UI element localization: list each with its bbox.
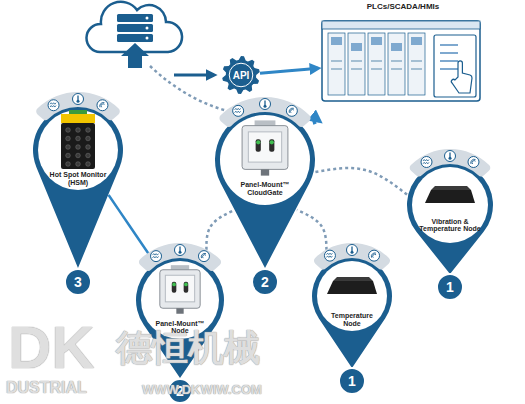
watermark-text: WWW.DKWIW.COM (142, 383, 262, 396)
api-label: API (222, 56, 260, 94)
device-illustration (160, 265, 200, 314)
sensor-icon (233, 105, 244, 116)
pin-face (38, 110, 118, 190)
sensor-icon (73, 94, 84, 105)
wireless-link (315, 168, 407, 195)
cloud-to-api-arrow (174, 74, 214, 77)
data-link (109, 195, 150, 256)
sensor-icon (286, 105, 297, 116)
sensor-icon (198, 251, 209, 262)
wireless-link (297, 210, 326, 256)
device-illustration (242, 120, 288, 175)
pin-face (412, 167, 488, 243)
device-illustration (327, 277, 377, 294)
device-pin: Temperature Node (312, 256, 392, 336)
sensor-icon (421, 156, 432, 167)
pin-face (317, 261, 387, 331)
upload-arrow (121, 43, 149, 68)
sensor-icon (468, 156, 479, 167)
callout-number: 2 (253, 274, 277, 290)
api-gear: API (222, 56, 260, 94)
screen-heading: PLCs/SCADA/HMIs (318, 1, 488, 13)
watermark-text: 德恒机械 (116, 330, 260, 366)
pin-cap (219, 97, 310, 127)
device-illustration (425, 186, 475, 203)
callout-badge (252, 269, 278, 295)
node-label: Temperature Node (322, 312, 382, 327)
pin-outline (312, 256, 392, 368)
sensor-icon (445, 151, 456, 162)
device-pin: Hot Spot Monitor (HSM) (33, 105, 123, 195)
device-illustration (61, 110, 95, 169)
pin-cap (139, 243, 221, 271)
sensor-icon (151, 251, 162, 262)
sensor-icon (347, 245, 358, 256)
node-label: Hot Spot Monitor (HSM) (42, 171, 114, 186)
pin-outline (215, 110, 315, 268)
sensor-icon (369, 250, 380, 261)
pin-face (141, 261, 219, 339)
sensor-icon (97, 100, 108, 111)
pin-outline (33, 105, 123, 268)
sensor-icon (260, 99, 271, 110)
sensor-icon (175, 245, 186, 256)
sensor-icon (48, 100, 59, 111)
sensor-icon (324, 250, 335, 261)
watermark-text: DK (8, 318, 95, 378)
node-shape (407, 162, 493, 248)
screen-illustration (322, 21, 480, 101)
device-pin: Panel-Mount™ CloudGate (215, 110, 315, 210)
callout-badge (437, 274, 463, 300)
data-link (313, 118, 319, 125)
callout-badge (65, 269, 91, 295)
gear-outline (222, 56, 260, 94)
callout-number: 1 (438, 279, 462, 295)
callout-number: 1 (340, 373, 364, 389)
device-pin: Vibration & Temperature Node (407, 162, 493, 248)
pin-outline (407, 162, 493, 274)
node-label: Panel-Mount™ CloudGate (228, 181, 303, 196)
node-label: Vibration & Temperature Node (418, 218, 483, 233)
watermark-text: DUSTRIAL (6, 380, 87, 396)
wireless-link (206, 210, 234, 256)
node-shape (318, 1, 488, 121)
pin-face (220, 115, 310, 205)
data-link (260, 68, 318, 73)
hmi-screen: PLCs/SCADA/HMIs (318, 1, 488, 121)
callout-number: 3 (66, 274, 90, 290)
server-stack (117, 14, 153, 42)
callout-badge (339, 368, 365, 394)
